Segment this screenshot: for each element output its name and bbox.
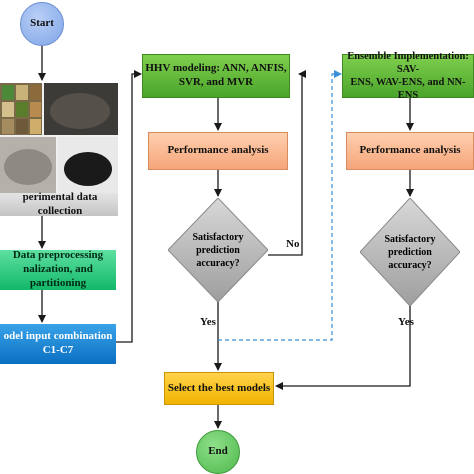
- arrow-no-loop: [268, 70, 306, 256]
- decision-left-node: Satisfactory prediction accuracy?: [168, 198, 268, 302]
- biomass-samples-image: [0, 83, 118, 193]
- end-node: End: [196, 430, 240, 474]
- select-best-node: Select the best models: [164, 372, 274, 405]
- arrow-input-to-hhv: [116, 70, 142, 343]
- arrow-yes-right-to-select: [275, 306, 411, 390]
- decision-right-text: Satisfactory prediction accuracy?: [384, 233, 436, 271]
- performance-analysis-right-node: Performance analysis: [346, 132, 474, 170]
- dashed-arrow-to-ensemble: [218, 70, 342, 341]
- edge-label-no: No: [286, 238, 300, 250]
- input-combination-node: odel input combination C1-C7: [0, 324, 116, 364]
- hhv-modeling-node: HHV modeling: ANN, ANFIS, SVR, and MVR: [142, 54, 290, 98]
- preprocessing-node: Data preprocessing nalization, and parti…: [0, 249, 116, 290]
- decision-left-text: Satisfactory prediction accuracy?: [192, 231, 244, 269]
- edge-label-yes-right: Yes: [398, 316, 414, 328]
- performance-analysis-left-node: Performance analysis: [148, 132, 288, 170]
- start-node: Start: [20, 2, 64, 46]
- data-collection-node: perimental data collection: [0, 191, 118, 217]
- decision-right-node: Satisfactory prediction accuracy?: [360, 198, 460, 306]
- edge-label-yes-left: Yes: [200, 316, 216, 328]
- ensemble-node: Ensemble Implementation: SAV- ENS, WAV-E…: [342, 51, 474, 101]
